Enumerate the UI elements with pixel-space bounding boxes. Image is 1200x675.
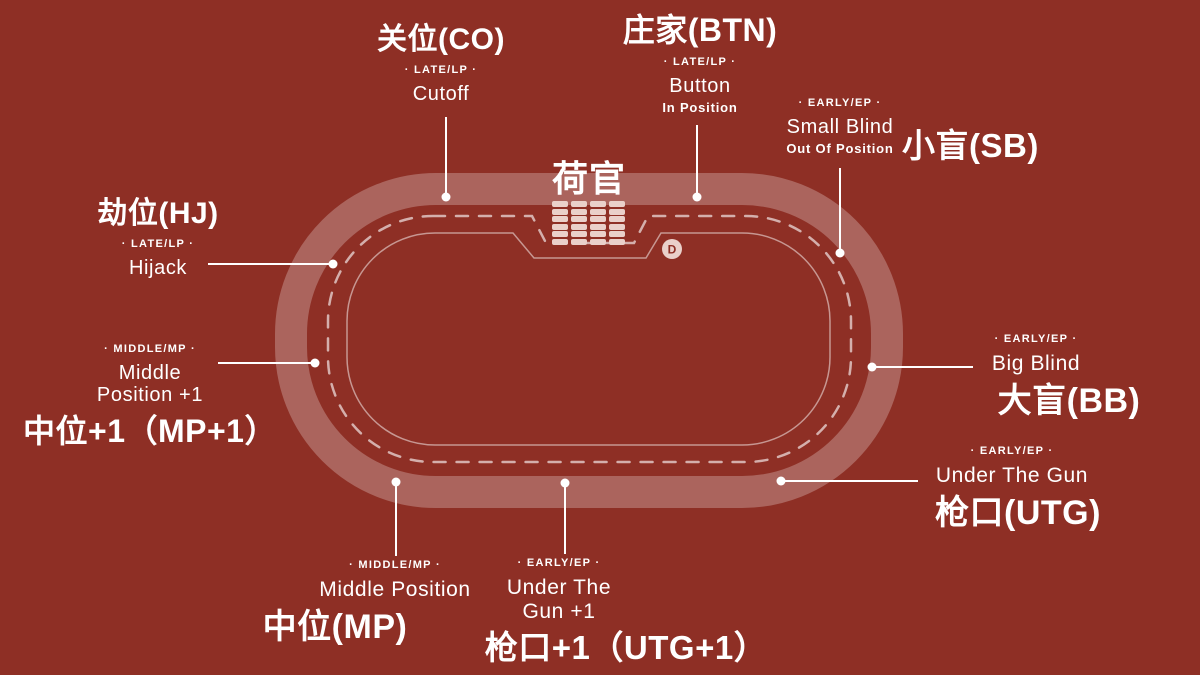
callout-dot <box>867 362 877 372</box>
position-zh: 枪口+1（UTG+1） <box>484 629 768 667</box>
tier-tag: · EARLY/EP · <box>970 445 1054 457</box>
table-edge-line <box>346 232 831 446</box>
position-label-middle-position: · MIDDLE/MP · Middle Position 中位(MP) <box>263 559 471 645</box>
position-zh: 关位(CO) <box>377 23 505 56</box>
position-en: Middle Position <box>319 578 471 601</box>
position-en: Under The Gun <box>935 464 1089 487</box>
position-label-hijack: 劫位(HJ) · LATE/LP · Hijack <box>97 198 218 279</box>
callout-button <box>692 125 702 202</box>
dealer-button: D <box>662 239 682 259</box>
position-label-under-the-gun: · EARLY/EP · Under The Gun 枪口(UTG) <box>929 445 1100 531</box>
dealer-label: 荷官 <box>551 158 627 199</box>
position-sub: In Position <box>662 99 738 115</box>
tier-tag: · EARLY/EP · <box>994 333 1078 345</box>
position-en: Big Blind <box>991 352 1081 375</box>
position-zh: 枪口(UTG) <box>935 493 1101 532</box>
position-zh: 大盲(BB) <box>997 381 1141 420</box>
position-zh-small-blind: 小盲(SB) <box>902 127 1039 164</box>
tier-tag: · LATE/LP · <box>663 55 737 68</box>
position-label-button: 庄家(BTN) · LATE/LP · Button In Position <box>622 12 778 115</box>
betting-line <box>326 214 853 464</box>
callout-dot <box>776 476 786 486</box>
position-label-small-blind: · EARLY/EP · Small Blind Out Of Position <box>786 97 893 156</box>
position-en: Under The <box>506 576 612 599</box>
dealer-button-circle <box>662 239 682 259</box>
position-en: Gun +1 <box>522 599 596 623</box>
position-label-big-blind: · EARLY/EP · Big Blind 大盲(BB) <box>965 333 1140 419</box>
tier-tag: · MIDDLE/MP · <box>349 559 441 571</box>
callout-dot <box>328 259 338 269</box>
tier-tag: · LATE/LP · <box>121 237 195 250</box>
tier-tag: · EARLY/EP · <box>798 97 882 109</box>
callout-hijack <box>208 259 338 269</box>
callout-dot <box>391 477 401 487</box>
callout-small-blind <box>835 168 845 258</box>
callout-middle-position <box>391 477 401 556</box>
callout-dot <box>692 192 702 202</box>
position-label-middle-position-1: · MIDDLE/MP · Middle Position +1 中位+1（MP… <box>23 343 277 448</box>
dealer-button-letter: D <box>668 243 677 257</box>
position-en: Small Blind <box>786 116 894 138</box>
tier-tag: · EARLY/EP · <box>517 557 601 569</box>
callout-middle-position-1 <box>218 358 320 368</box>
position-zh: 中位(MP) <box>262 607 408 646</box>
callout-dot <box>441 192 451 202</box>
tier-tag: · MIDDLE/MP · <box>104 343 196 355</box>
position-zh: 庄家(BTN) <box>622 12 778 48</box>
position-label-cutoff: 关位(CO) · LATE/LP · Cutoff <box>377 24 505 105</box>
chip-tray <box>552 201 625 245</box>
position-zh: 劫位(HJ) <box>97 197 219 230</box>
callout-big-blind <box>867 362 973 372</box>
callout-dot <box>835 248 845 258</box>
callout-dot <box>310 358 320 368</box>
callout-under-the-gun-1 <box>560 478 570 554</box>
table-rail <box>275 173 903 508</box>
callout-cutoff <box>441 117 451 202</box>
position-label-under-the-gun-1: · EARLY/EP · Under The Gun +1 枪口+1（UTG+1… <box>418 557 767 666</box>
position-en: Middle <box>118 362 182 384</box>
position-zh: 中位+1（MP+1） <box>23 412 277 449</box>
callout-under-the-gun <box>776 476 918 486</box>
position-en: Cutoff <box>412 82 470 105</box>
position-en: Hijack <box>128 256 188 279</box>
callout-dot <box>560 478 570 488</box>
position-en: Button <box>669 74 731 97</box>
tier-tag: · LATE/LP · <box>404 63 478 76</box>
position-sub: Out Of Position <box>786 141 894 157</box>
position-en: Position +1 <box>96 384 204 407</box>
